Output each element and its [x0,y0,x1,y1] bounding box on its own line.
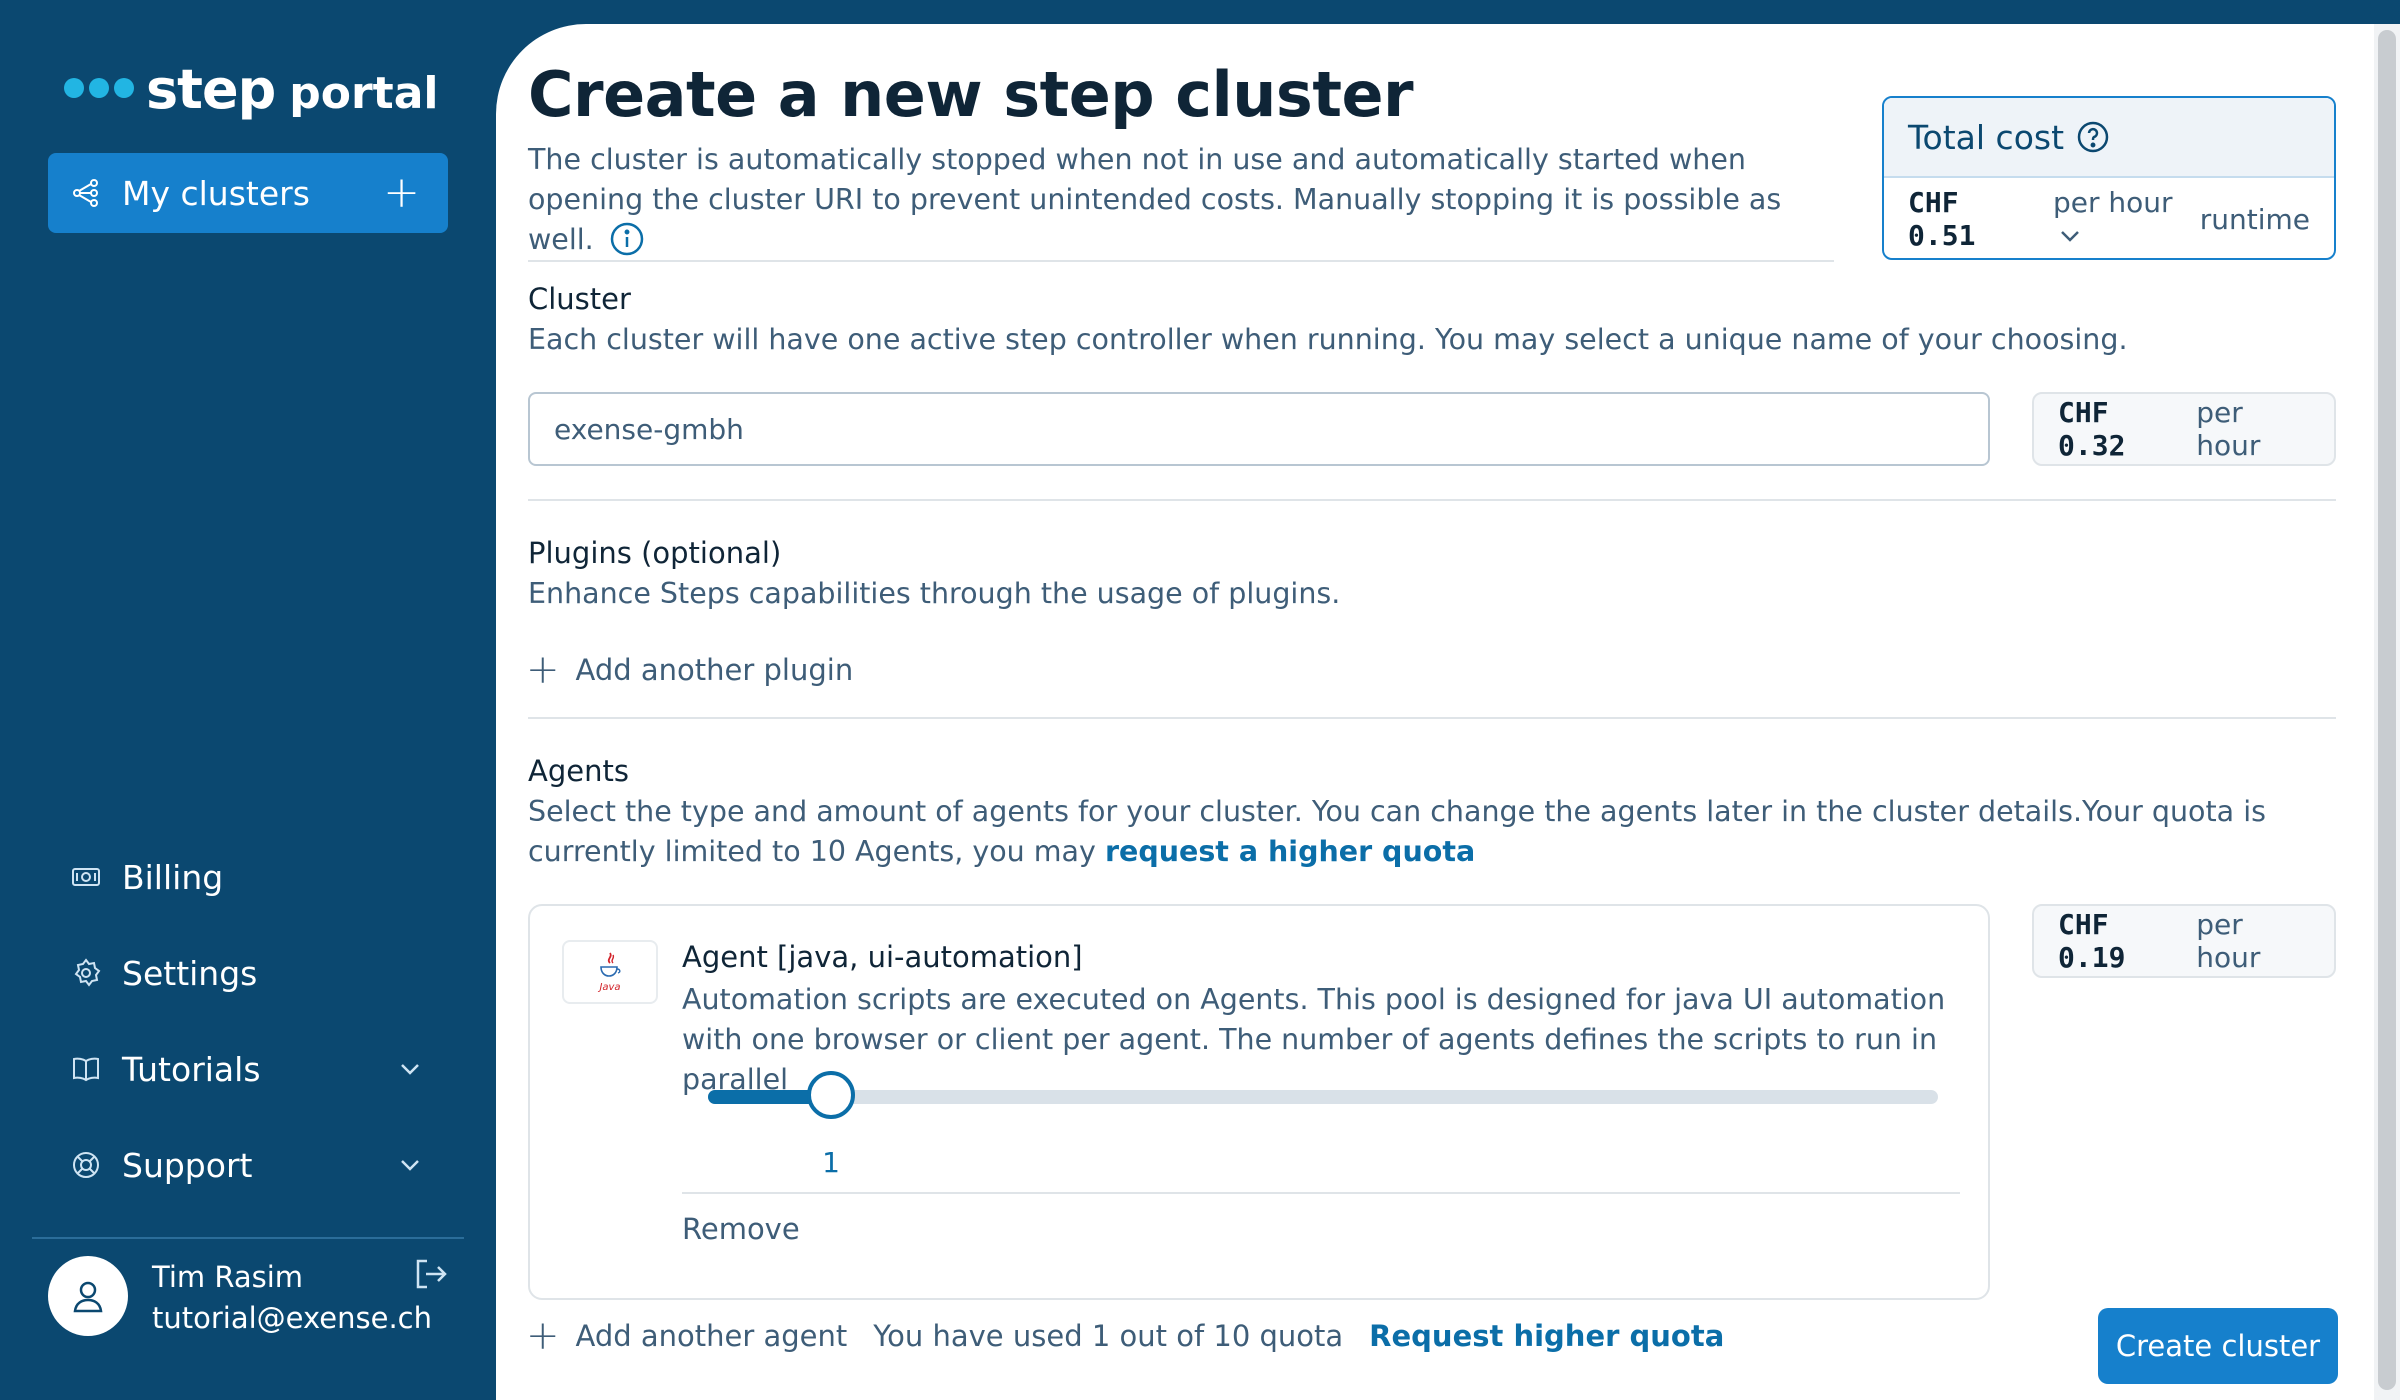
agent-count-slider[interactable] [708,1071,1938,1119]
page-description: The cluster is automatically stopped whe… [528,140,1818,260]
logo-dots-icon [64,78,134,98]
total-cost-body: CHF 0.51 per hour runtime [1884,178,2334,258]
help-icon[interactable] [2076,120,2110,154]
cluster-price: CHF 0.32 per hour [2032,392,2336,466]
add-plugin-label: Add another plugin [575,653,854,687]
logo-suffix: portal [289,68,439,119]
agents-section-description: Select the type and amount of agents for… [528,792,2318,872]
divider [528,499,2336,501]
cluster-price-unit: per hour [2196,396,2261,462]
cluster-section-description: Each cluster will have one active step c… [528,323,2128,356]
request-quota-link[interactable]: request a higher quota [1104,835,1476,868]
agent-count-value: 1 [822,1146,840,1179]
chevron-down-icon[interactable] [394,1149,426,1181]
cost-mode: runtime [2199,202,2310,236]
user-profile[interactable]: Tim Rasim tutorial@exense.ch [48,1256,468,1366]
cost-unit-label: per hour [2052,186,2173,219]
page-title: Create a new step cluster [528,58,1414,131]
scrollbar[interactable] [2374,24,2400,1400]
page-description-text: The cluster is automatically stopped whe… [528,143,1782,256]
sidebar-item-label: Tutorials [122,1049,261,1089]
sidebar-item-support[interactable]: Support [48,1130,448,1200]
cluster-name-input[interactable] [528,392,1990,466]
sidebar-item-billing[interactable]: Billing [48,842,448,912]
sidebar-item-label: Billing [122,857,224,897]
info-icon[interactable] [609,221,645,257]
agents-description-text: Select the type and amount of agents for… [528,795,2266,868]
plugins-section-title: Plugins (optional) [528,536,782,570]
add-agent-button[interactable]: Add another agent [575,1319,848,1353]
agents-section-title: Agents [528,754,629,788]
sidebar-item-my-clusters[interactable]: My clusters + [48,153,448,233]
total-cost-title: Total cost [1908,117,2065,157]
plus-icon[interactable]: + [526,1313,560,1359]
gear-icon [70,957,102,989]
plugins-section-description: Enhance Steps capabilities through the u… [528,577,1341,610]
total-cost-panel: Total cost CHF 0.51 per hour runtime [1882,96,2336,260]
step-portal-logo[interactable]: step portal [64,58,438,121]
sidebar-item-settings[interactable]: Settings [48,938,448,1008]
plus-icon[interactable]: + [383,167,420,218]
divider [528,717,2336,719]
slider-fill [708,1090,831,1104]
cost-unit-dropdown[interactable]: per hour [2053,186,2200,252]
quota-usage-text: You have used 1 out of 10 quota [873,1319,1344,1353]
sidebar-item-label: My clusters [122,173,310,213]
main-panel: Create a new step cluster The cluster is… [496,24,2400,1400]
remove-agent-button[interactable]: Remove [682,1212,800,1246]
avatar[interactable] [48,1256,128,1336]
sidebar: step portal My clusters + Billing Settin… [0,0,496,1400]
create-cluster-button[interactable]: Create cluster [2098,1308,2338,1384]
sidebar-item-tutorials[interactable]: Tutorials [48,1034,448,1104]
agent-description: Automation scripts are executed on Agent… [682,983,1946,1096]
agent-title: Agent [java, ui-automation] [682,940,1083,974]
divider [528,260,1834,262]
scrollbar-thumb[interactable] [2378,30,2396,1390]
cluster-section-title: Cluster [528,282,631,316]
add-agent-row: + Add another agent You have used 1 out … [526,1316,1724,1356]
user-icon [73,1281,103,1313]
logout-icon[interactable] [412,1256,448,1292]
cluster-price-amount: CHF 0.32 [2058,396,2126,462]
request-higher-quota-link[interactable]: Request higher quota [1369,1319,1725,1353]
cluster-icon [70,177,102,209]
user-email: tutorial@exense.ch [152,1301,432,1335]
sidebar-divider [32,1237,464,1239]
total-cost-amount: CHF 0.51 [1908,186,1976,252]
billing-icon [70,861,102,893]
chevron-down-icon [2053,219,2087,252]
agent-price: CHF 0.19 per hour [2032,904,2336,978]
java-logo-text: Java [599,982,621,993]
logo-name: step [146,58,276,121]
sidebar-item-label: Settings [122,953,258,993]
book-icon [70,1053,102,1085]
java-cup-icon [600,952,621,977]
sidebar-item-label: Support [122,1145,253,1185]
agent-card: Java Agent [java, ui-automation] Automat… [528,904,1990,1300]
lifebuoy-icon [70,1149,102,1181]
add-plugin-button[interactable]: + Add another plugin [526,650,853,690]
java-logo: Java [562,940,658,1004]
total-cost-header: Total cost [1884,98,2334,178]
chevron-down-icon[interactable] [394,1053,426,1085]
user-name: Tim Rasim [152,1260,304,1294]
agent-price-amount: CHF 0.19 [2058,908,2126,974]
divider [682,1192,1960,1194]
slider-thumb[interactable] [807,1071,855,1119]
agent-price-unit: per hour [2196,908,2261,974]
plus-icon: + [526,647,560,693]
